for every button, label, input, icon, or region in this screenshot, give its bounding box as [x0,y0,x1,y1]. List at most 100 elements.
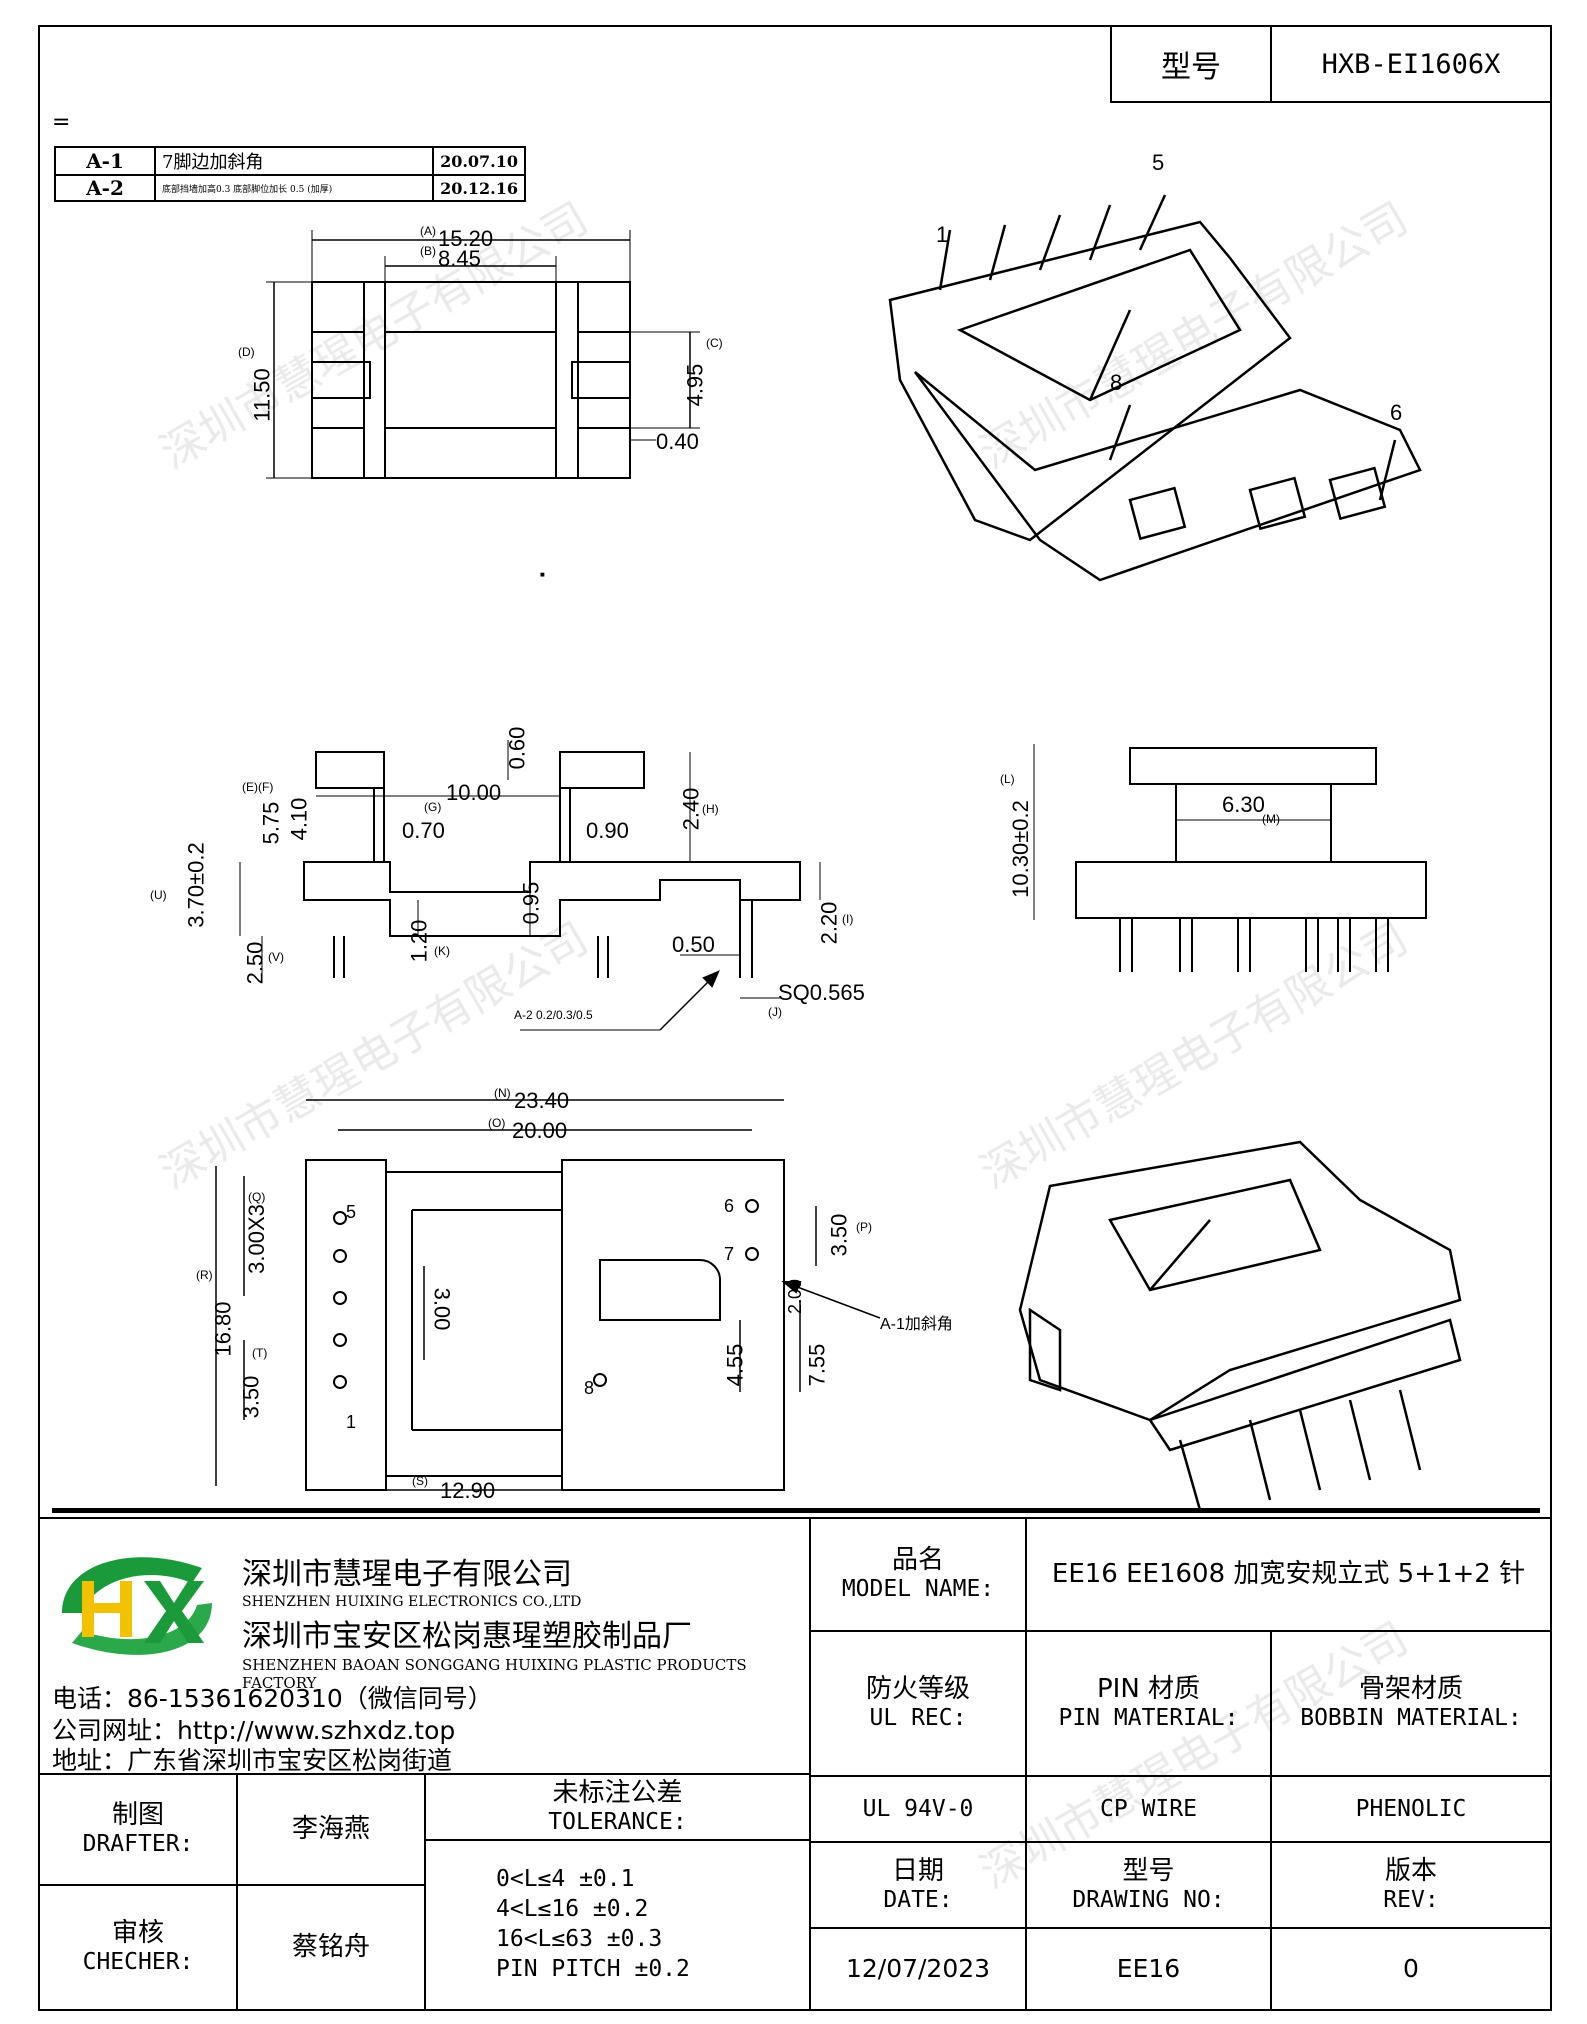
factory-name-en: SHENZHEN BAOAN SONGGANG HUIXING PLASTIC … [242,1656,747,1692]
company-phone: 电话：86-15361620310（微信同号） [52,1684,493,1713]
dim-value: 8.45 [438,246,481,271]
dim-ref: (Q) [248,1190,266,1204]
dim-value: 20.00 [512,1118,568,1143]
dim-ref: (O) [488,1116,506,1130]
dim-ref: (N) [494,1086,511,1100]
label-cn: 型号 [1122,1855,1175,1886]
dim-ref: (P) [856,1220,872,1234]
note-label: A-2 0.2/0.3/0.5 [514,1008,593,1022]
iso-view-top [888,194,1422,582]
company-logo [62,1557,212,1655]
label-cn: 骨架材质 [1358,1674,1463,1705]
dim-ref: (C) [706,336,723,350]
ul-rec-label: 防火等级 UL REC: [809,1630,1027,1777]
dim-value: 2.50 [242,941,268,985]
pin-label: 8 [584,1378,595,1398]
dim-value: 0.50 [672,932,715,957]
rev-date: 20.12.16 [432,174,526,202]
marker-dot: ■ [540,570,545,579]
dim-ref: (E) [242,780,258,794]
date-value: 12/07/2023 [809,1927,1027,2011]
dim-value: 10.00 [446,780,502,805]
model-number-box: 型号 HXB-EI1606X [1110,25,1552,103]
model-name-value: EE16 EE1608 加宽安规立式 5+1+2 针 [1025,1517,1552,1632]
dim-value: 3.00X3 [243,1204,269,1274]
model-label: 型号 [1112,27,1272,101]
dim-value: 3.00 [429,1287,455,1331]
dim-value: 2.00 [785,1278,806,1315]
dim-ref: (V) [268,950,284,964]
dim-value: 0.70 [402,818,445,843]
dim-value: 3.50 [238,1375,264,1419]
tolerance-line: 0<L≤4 ±0.1 [496,1866,635,1893]
value-text: 蔡铭舟 [291,1931,370,1962]
dim-ref: (H) [702,802,719,816]
pin-material-value: CP WIRE [1025,1775,1272,1843]
pin-label: 6 [724,1196,735,1216]
drafter-label: 制图 DRAFTER: [38,1773,238,1886]
checker-name: 蔡铭舟 [236,1884,426,2011]
dim-ref: (S) [412,1474,428,1488]
dim-ref: (R) [196,1268,213,1282]
tolerance-values: 0<L≤4 ±0.1 4<L≤16 ±0.2 16<L≤63 ±0.3 PIN … [424,1839,811,2011]
label-cn: 日期 [891,1855,944,1886]
label-cn: PIN 材质 [1096,1674,1201,1705]
tolerance-line: 16<L≤63 ±0.3 [496,1926,663,1952]
label-cn: 版本 [1384,1855,1437,1886]
dim-value: 0.95 [518,881,544,925]
value-text: PHENOLIC [1355,1795,1467,1822]
dim-value: 3.50 [826,1213,852,1257]
dim-value: 3.70±0.2 [183,842,209,928]
model-value: HXB-EI1606X [1321,48,1501,80]
drafter-name: 李海燕 [236,1773,426,1886]
technical-drawing [215,194,1462,1510]
label-cn: 品名 [891,1545,944,1576]
label-cn: 制图 [111,1800,164,1831]
label-cn: 审核 [111,1918,164,1949]
dim-ref: (A) [420,224,436,238]
pin-label: 1 [346,1412,357,1432]
label-en: DATE: [883,1886,953,1913]
value-text: 李海燕 [291,1813,370,1844]
label-en: CHECHER: [82,1949,194,1976]
model-name-label: 品名 MODEL NAME: [809,1517,1027,1632]
bobbin-material-label: 骨架材质 BOBBIN MATERIAL: [1270,1630,1552,1777]
dim-value: SQ0.565 [778,980,865,1005]
label-en: PIN MATERIAL: [1058,1705,1239,1732]
dim-value: 0.60 [504,726,530,770]
separator-line [52,1508,1540,1513]
company-website: 公司网址：http://www.szhxdz.top [52,1716,456,1745]
tolerance-line: 4<L≤16 ±0.2 [496,1896,649,1923]
value-text: EE16 [1116,1953,1181,1983]
dim-value: 10.30±0.2 [1007,800,1033,898]
drawing-no-value: EE16 [1025,1927,1272,2011]
label-en: DRAWING NO: [1072,1886,1225,1913]
label-en: TOLERANCE: [548,1808,687,1835]
title-block: 深圳市慧瑆电子有限公司 SHENZHEN HUIXING ELECTRONICS… [38,1517,1552,2011]
company-info: 深圳市慧瑆电子有限公司 SHENZHEN HUIXING ELECTRONICS… [38,1517,811,1775]
dim-value: 1.20 [406,919,432,963]
checker-label: 审核 CHECHER: [38,1884,238,2011]
dim-value: 2.40 [678,787,704,831]
pin-label: 5 [1152,150,1165,175]
rev-description: 7脚边加斜角 [153,146,435,176]
dim-value: 0.90 [586,818,629,843]
drawing-no-label: 型号 DRAWING NO: [1025,1841,1272,1929]
pin-label: 7 [724,1244,735,1264]
company-name-en: SHENZHEN HUIXING ELECTRONICS CO.,LTD [242,1594,582,1610]
bottom-view [215,1099,881,1491]
rev-description: 底部挡墙加高0.3 底部脚位加长 0.5 (加厚) [153,174,435,202]
pin-label: 5 [346,1202,357,1222]
dim-value: 4.10 [286,797,312,841]
value-text: EE16 EE1608 加宽安规立式 5+1+2 针 [1051,1558,1526,1589]
dim-ref: (M) [1262,812,1280,826]
value-text: UL 94V-0 [862,1795,974,1822]
dim-value: 12.90 [440,1478,496,1503]
dim-ref: (J) [768,1005,782,1019]
revision-row: A-1 7脚边加斜角 20.07.10 [54,146,526,176]
dim-ref: (L) [1000,772,1015,786]
dim-ref: (U) [150,888,167,902]
dim-value: 15.20 [438,226,494,251]
dim-value: 0.40 [656,429,699,454]
dim-ref: (T) [252,1346,268,1360]
